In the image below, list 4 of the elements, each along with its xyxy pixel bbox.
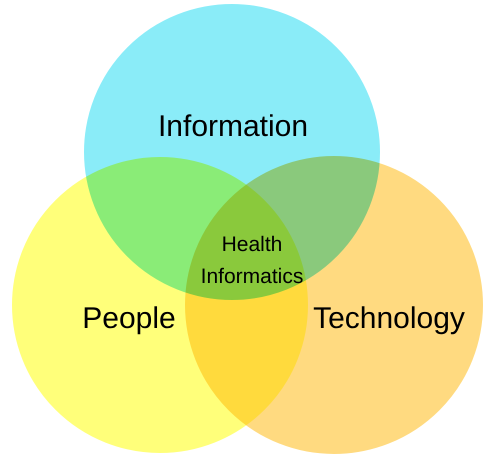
circle-label: Information (158, 112, 308, 142)
circle-label: Technology (313, 304, 465, 334)
intersection-label: Health Informatics (200, 232, 304, 290)
circle-label: People (82, 304, 176, 334)
